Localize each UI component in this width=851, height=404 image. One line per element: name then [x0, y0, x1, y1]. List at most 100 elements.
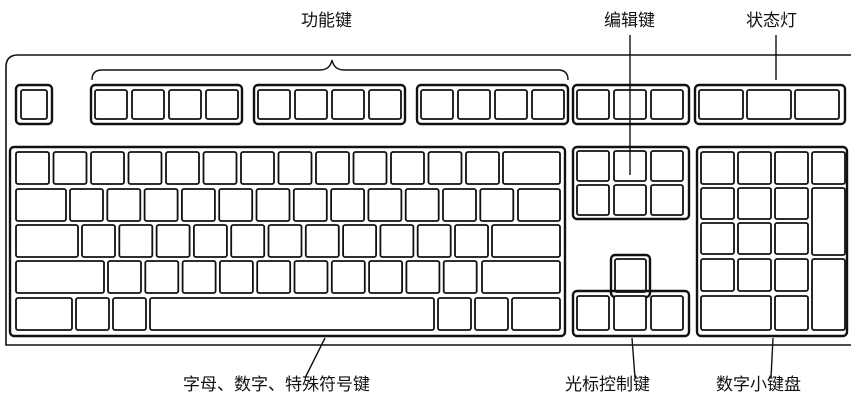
typing-key [127, 151, 163, 185]
typing-key [180, 188, 216, 222]
typing-key [256, 260, 292, 294]
typing-key [352, 151, 388, 185]
typing-key [416, 224, 452, 258]
numpad-key [700, 151, 735, 185]
left-shift-key [15, 260, 105, 294]
right-shift-key [481, 260, 561, 294]
typing-key [155, 224, 191, 258]
typing-key [144, 260, 180, 294]
typing-key [405, 260, 441, 294]
label-status-lights: 状态灯 [746, 11, 797, 31]
arrow-up-key [614, 258, 647, 293]
function-key [94, 89, 128, 120]
typing-key [342, 224, 378, 258]
typing-key [304, 224, 340, 258]
edit-key [576, 150, 610, 182]
tab-key [15, 188, 67, 222]
numpad-key [774, 258, 809, 292]
typing-key [106, 188, 142, 222]
typing-key [404, 188, 440, 222]
label-typing-keys: 字母、数字、特殊符号键 [183, 375, 370, 395]
caps-lock-key [15, 224, 79, 258]
typing-key [379, 224, 415, 258]
numpad-key [774, 151, 809, 185]
typing-key [90, 151, 125, 185]
typing-key [293, 260, 329, 294]
edit-key [576, 184, 610, 216]
typing-key [277, 151, 313, 185]
edit-key [650, 150, 684, 182]
system-key [650, 89, 684, 120]
right-alt-key [437, 297, 472, 331]
status-light [698, 89, 744, 120]
typing-keys-group [8, 145, 567, 338]
function-key [257, 89, 291, 120]
typing-key [218, 260, 254, 294]
typing-key [218, 188, 254, 222]
typing-keys-leader [304, 337, 326, 379]
function-key [205, 89, 239, 120]
typing-key [52, 151, 88, 185]
status-lights-group [693, 83, 847, 126]
space-key [149, 297, 435, 331]
typing-key [15, 151, 50, 185]
typing-key [69, 188, 104, 222]
left-alt-key [112, 297, 147, 331]
numpad-key [700, 187, 735, 220]
label-edit-keys: 编辑键 [604, 11, 655, 31]
function-key [294, 89, 328, 120]
typing-key [330, 188, 366, 222]
typing-key [202, 151, 238, 185]
numpad-dot-key [774, 295, 809, 331]
print-scroll-pause-group [571, 83, 691, 126]
typing-key [292, 188, 328, 222]
typing-key [240, 151, 275, 185]
numpad-key [774, 222, 809, 255]
numpad-key [737, 258, 772, 292]
typing-key [181, 260, 217, 294]
status-light [746, 89, 792, 120]
typing-key [315, 151, 350, 185]
typing-key [367, 188, 403, 222]
esc-group [14, 83, 54, 126]
numeric-keypad-group [695, 145, 849, 338]
backslash-key [517, 188, 561, 222]
enter-key [491, 224, 561, 258]
typing-key [255, 188, 291, 222]
typing-key [330, 260, 366, 294]
function-key [420, 89, 454, 120]
arrow-key [613, 295, 647, 331]
keyboard-body-outline [5, 54, 851, 346]
typing-key [143, 188, 179, 222]
typing-key [192, 224, 228, 258]
function-key [531, 89, 565, 120]
function-key [494, 89, 528, 120]
numeric-keypad-leader [770, 337, 774, 379]
arrow-key [576, 295, 610, 331]
numpad-key [811, 151, 846, 185]
edit-keys-group [571, 145, 691, 221]
label-cursor-keys: 光标控制键 [565, 375, 650, 395]
function-key-group [89, 83, 244, 126]
numpad-enter-key [811, 258, 846, 331]
function-key-group [415, 83, 570, 126]
left-win-key [75, 297, 110, 331]
function-key-group [252, 83, 407, 126]
numpad-key [737, 151, 772, 185]
typing-key [479, 188, 515, 222]
backspace-key [502, 151, 561, 185]
left-ctrl-key [15, 297, 73, 331]
function-keys-brace [91, 59, 569, 81]
typing-key [267, 224, 303, 258]
edit-key [613, 184, 647, 216]
typing-key [230, 224, 266, 258]
right-win-key [474, 297, 509, 331]
function-key [457, 89, 491, 120]
label-numeric-keypad: 数字小键盘 [716, 375, 801, 395]
typing-key [442, 260, 478, 294]
esc-key [20, 89, 48, 120]
numpad-key [737, 187, 772, 220]
typing-key [390, 151, 425, 185]
